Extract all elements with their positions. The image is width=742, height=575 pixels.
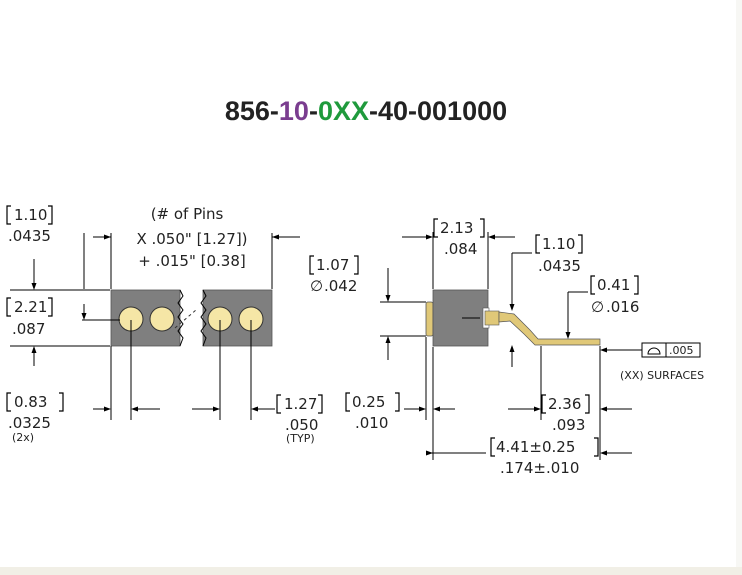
top-offset-in: .0435 — [8, 227, 51, 245]
break-line-left — [177, 289, 184, 347]
bracket — [345, 392, 350, 412]
arrow — [213, 406, 220, 412]
arrow — [565, 332, 571, 339]
bracket — [590, 275, 595, 295]
arrow — [131, 406, 138, 412]
page-edge-bottom — [0, 567, 742, 575]
bracket — [6, 205, 11, 225]
pitch-mm: 1.27 — [284, 395, 317, 413]
bracket — [48, 205, 53, 225]
bracket — [594, 437, 599, 457]
arrow — [426, 450, 433, 456]
length-formula-line2: X .050" [1.27]) — [136, 230, 247, 248]
overall-in: .174±.010 — [500, 459, 579, 477]
arrow — [104, 406, 111, 412]
top-offset-mm: 1.10 — [14, 206, 47, 224]
pitch-note: (TYP) — [286, 432, 315, 445]
head-dia-in: .042 — [324, 277, 357, 295]
length-formula-line3: + .015" [0.38] — [138, 252, 246, 270]
bracket — [578, 234, 583, 254]
arrow — [104, 234, 111, 240]
part-number-dash: - — [309, 96, 318, 126]
arrow — [385, 336, 391, 343]
tail-dia-in: .016 — [606, 298, 639, 316]
flatness-frame — [641, 342, 701, 358]
continuation-dash — [174, 309, 197, 329]
arrow — [600, 347, 607, 353]
arrow — [419, 406, 426, 412]
body-width-mm: 2.13 — [440, 219, 473, 237]
arrow — [509, 304, 515, 311]
bracket — [48, 297, 53, 317]
arrow — [534, 406, 541, 412]
part-number-pins: 10 — [279, 96, 309, 126]
flange-mm: 0.25 — [352, 393, 385, 411]
end-offset-note: (2x) — [12, 431, 34, 444]
length-formula-line1: (# of Pins — [151, 205, 224, 223]
part-number-suffix: -40-001000 — [369, 96, 507, 126]
arrow — [81, 313, 87, 320]
bracket — [318, 394, 323, 414]
arrow — [600, 406, 607, 412]
side-view: 2.13 .084 1.07 ∅ .042 1.10 .0435 0.41 — [309, 218, 704, 477]
overall-mm: 4.41±0.25 — [496, 438, 575, 456]
page-edge-right — [736, 0, 742, 567]
bracket — [59, 392, 64, 412]
profile-symbol-icon — [647, 347, 661, 355]
arrow — [488, 234, 495, 240]
part-number-title: 856-10-0XX-40-001000 — [225, 96, 507, 126]
bracket — [309, 255, 314, 275]
front-view: (# of Pins X .050" [1.27]) + .015" [0.38… — [6, 205, 323, 445]
part-number-prefix: 856- — [225, 96, 279, 126]
body-width-in: .084 — [444, 240, 477, 258]
bracket — [541, 394, 546, 414]
bracket — [6, 297, 11, 317]
arrow — [509, 345, 515, 352]
pin-tail — [498, 311, 601, 346]
bracket — [276, 394, 281, 414]
flatness-note: (XX) SURFACES — [620, 369, 704, 382]
flange-in: .010 — [355, 414, 388, 432]
tail-offset-in: .0435 — [538, 257, 581, 275]
end-offset-in: .0325 — [8, 414, 51, 432]
arrow — [272, 234, 279, 240]
bracket — [433, 218, 438, 238]
bracket — [634, 275, 639, 295]
break-line-right — [200, 289, 207, 347]
tail-offset-mm: 1.10 — [542, 235, 575, 253]
contact-2 — [149, 306, 175, 332]
bracket — [480, 218, 485, 238]
arrow — [600, 450, 607, 456]
tail-length-mm: 2.36 — [548, 395, 581, 413]
bracket — [354, 255, 359, 275]
arrow — [31, 346, 37, 353]
bracket — [490, 437, 495, 457]
head-dia-mm: 1.07 — [316, 256, 349, 274]
bracket — [395, 392, 400, 412]
pin-sleeve — [484, 310, 500, 326]
arrow — [426, 234, 433, 240]
tail-dia-mm: 0.41 — [597, 276, 630, 294]
bracket — [585, 394, 590, 414]
arrow — [433, 406, 440, 412]
part-number-plating: 0XX — [318, 96, 369, 126]
bracket — [535, 234, 540, 254]
height-mm: 2.21 — [14, 298, 47, 316]
arrow — [385, 295, 391, 302]
arrow — [251, 406, 258, 412]
bracket — [6, 392, 11, 412]
pin-head — [425, 301, 434, 337]
pitch-in: .050 — [285, 416, 318, 434]
tail-dia-symbol: ∅ — [591, 298, 604, 316]
tail-length-in: .093 — [552, 416, 585, 434]
height-in: .087 — [12, 320, 45, 338]
arrow — [31, 283, 37, 290]
end-offset-mm: 0.83 — [14, 393, 47, 411]
head-dia-symbol: ∅ — [310, 277, 323, 295]
flatness-value: .005 — [669, 344, 694, 357]
